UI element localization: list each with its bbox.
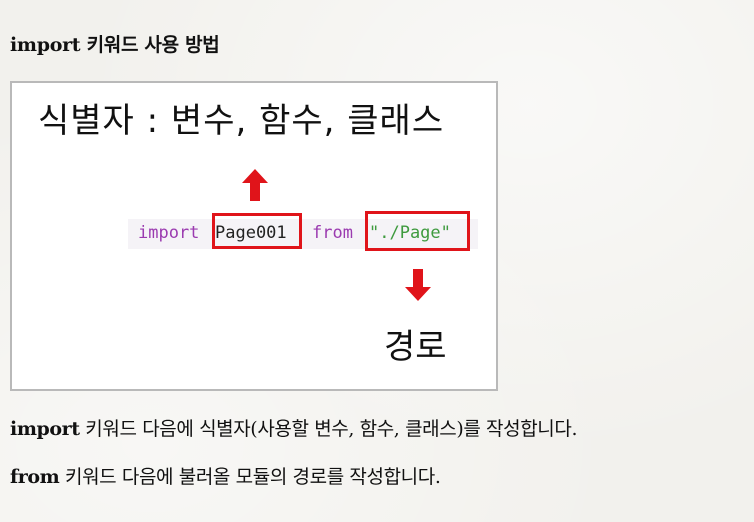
code-import-keyword: import	[138, 223, 200, 243]
code-background	[128, 219, 478, 249]
arrow-up-icon	[242, 169, 268, 201]
identifier-highlight-box	[212, 213, 302, 249]
paragraph-import-keyword: import	[10, 418, 80, 440]
code-from-keyword: from	[312, 223, 353, 243]
path-highlight-box	[365, 211, 470, 251]
path-caption: 경로	[384, 327, 447, 367]
code-module-path: "./Page"	[369, 223, 451, 243]
paragraph-import-text: 키워드 다음에 식별자(사용할 변수, 함수, 클래스)를 작성합니다.	[79, 418, 578, 440]
paragraph-from-text: 키워드 다음에 불러올 모듈의 경로를 작성합니다.	[59, 466, 441, 488]
arrow-down-icon	[405, 269, 431, 301]
identifier-caption: 식별자 : 변수, 함수, 클래스	[38, 101, 445, 141]
code-identifier: Page001	[215, 223, 287, 243]
paragraph-from: from 키워드 다음에 불러올 모듈의 경로를 작성합니다.	[10, 462, 441, 489]
section-heading: import 키워드 사용 방법	[10, 34, 220, 56]
paragraph-import: import 키워드 다음에 식별자(사용할 변수, 함수, 클래스)를 작성합…	[10, 414, 578, 441]
paragraph-from-keyword: from	[10, 466, 60, 488]
import-diagram-figure: 식별자 : 변수, 함수, 클래스 import Page001 from ".…	[10, 81, 498, 391]
import-code-line: import Page001 from "./Page"	[128, 211, 478, 253]
